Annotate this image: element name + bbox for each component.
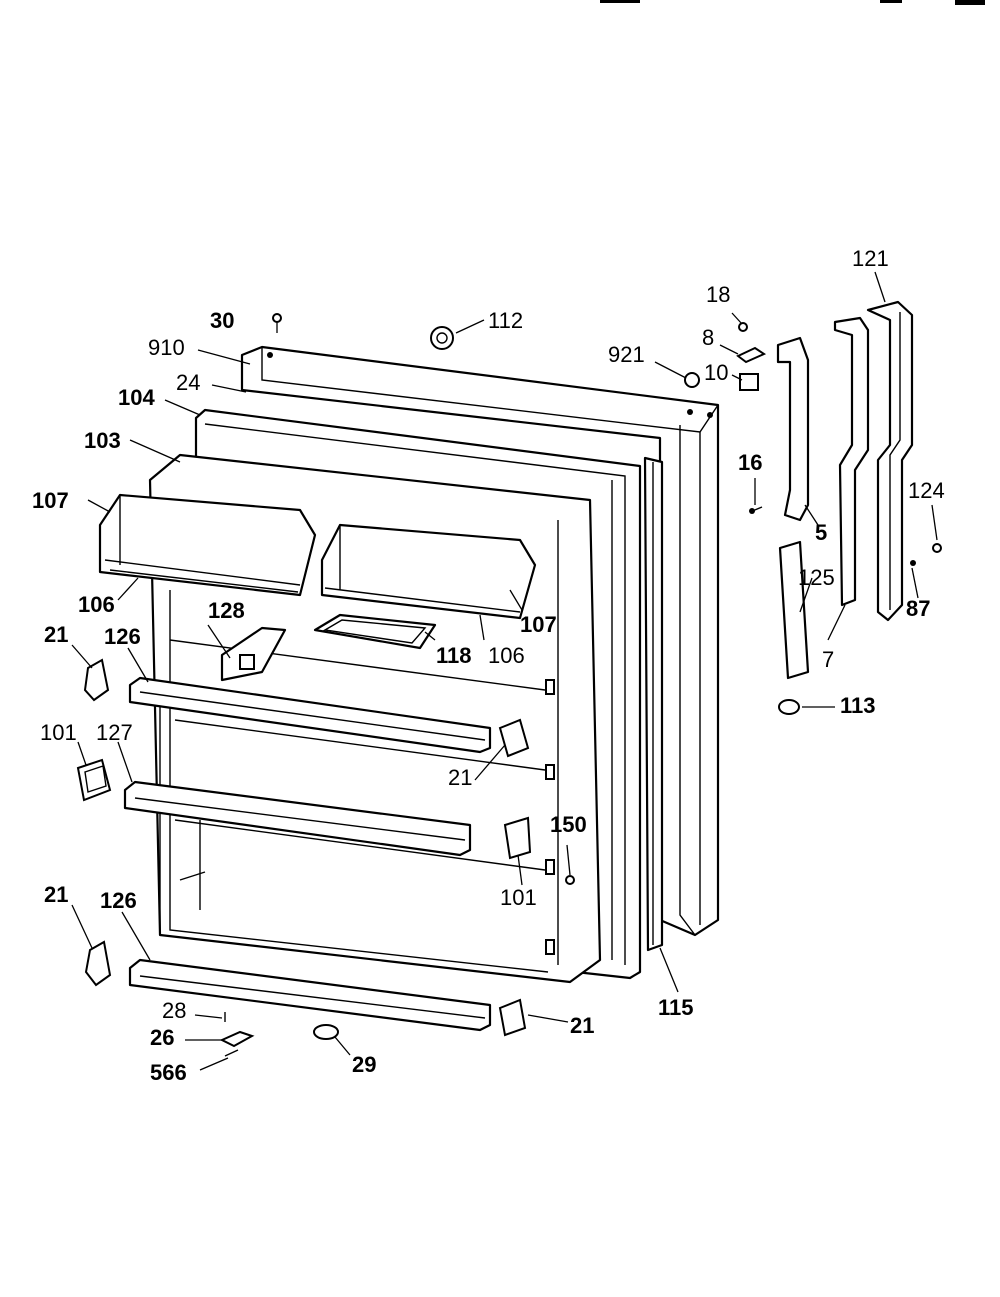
callout-113: 113 xyxy=(840,693,876,718)
bushing-10 xyxy=(739,373,759,391)
plug-921 xyxy=(684,372,700,388)
callout-150: 150 xyxy=(550,812,587,837)
screw-18 xyxy=(738,322,748,332)
callout-107-right: 107 xyxy=(520,612,557,637)
callout-112: 112 xyxy=(488,308,523,333)
callout-16: 16 xyxy=(738,450,762,475)
callout-118: 118 xyxy=(436,643,472,668)
screw-87 xyxy=(910,560,916,566)
callout-21-lower-left: 21 xyxy=(44,882,68,907)
cap-112 xyxy=(430,326,454,350)
callout-103: 103 xyxy=(84,428,121,453)
callout-125: 125 xyxy=(798,565,835,590)
hinge-bracket-125 xyxy=(778,540,810,680)
dairy-door-left xyxy=(98,493,317,597)
nut-29 xyxy=(313,1024,339,1040)
callout-10: 10 xyxy=(704,360,728,385)
hinge-5 xyxy=(776,336,810,522)
callout-921: 921 xyxy=(608,342,645,367)
door-shelf-middle xyxy=(123,780,472,857)
butter-tray xyxy=(313,613,437,650)
door-shelf-upper xyxy=(128,676,492,754)
callout-106-left: 106 xyxy=(78,592,115,617)
callout-29: 29 xyxy=(352,1052,376,1077)
callout-7: 7 xyxy=(822,647,834,672)
callout-8: 8 xyxy=(702,325,714,350)
outer-door-panel xyxy=(240,345,720,937)
plug-113 xyxy=(778,699,800,715)
dairy-retainer xyxy=(220,626,287,682)
door-gasket xyxy=(643,456,664,952)
shelf-support-left-lower xyxy=(84,940,112,987)
callout-30: 30 xyxy=(210,308,234,333)
callout-18: 18 xyxy=(706,282,730,307)
callout-910: 910 xyxy=(148,335,185,360)
callout-28: 28 xyxy=(162,998,186,1023)
callout-115: 115 xyxy=(658,995,694,1020)
callout-126-lower: 126 xyxy=(100,888,137,913)
door-shelf-lower xyxy=(128,958,492,1032)
callout-5: 5 xyxy=(815,520,827,545)
callout-21-middle-right: 21 xyxy=(448,765,472,790)
screw-124 xyxy=(932,543,942,553)
callout-121: 121 xyxy=(852,246,889,271)
callout-126-upper: 126 xyxy=(104,624,141,649)
top-edge-marks xyxy=(600,0,985,5)
screw-566 xyxy=(224,1049,239,1057)
bracket-26 xyxy=(219,1030,255,1048)
callout-128: 128 xyxy=(208,598,245,623)
handle-121 xyxy=(866,300,914,622)
shelf-support-right-upper xyxy=(498,718,530,758)
shelf-end-cap-left xyxy=(76,758,112,802)
plug-150 xyxy=(565,875,575,885)
callout-107-left: 107 xyxy=(32,488,69,513)
screw-30 xyxy=(272,313,282,333)
callout-566: 566 xyxy=(150,1060,187,1085)
callout-124: 124 xyxy=(908,478,945,503)
shelf-end-cap-right xyxy=(503,816,532,860)
dairy-door-right xyxy=(320,523,537,620)
callout-101-left: 101 xyxy=(40,720,77,745)
handle-7 xyxy=(833,316,870,607)
callout-24: 24 xyxy=(176,370,200,395)
shelf-support-left-upper xyxy=(83,658,110,702)
callout-106-right: 106 xyxy=(488,643,525,668)
callout-21-lower-right: 21 xyxy=(570,1013,594,1038)
shim-8 xyxy=(736,346,767,364)
callout-101-right: 101 xyxy=(500,885,537,910)
shelf-support-right-lower xyxy=(498,998,527,1037)
callout-21-upper-left: 21 xyxy=(44,622,68,647)
callout-87: 87 xyxy=(906,596,930,621)
callout-127: 127 xyxy=(96,720,133,745)
callout-26: 26 xyxy=(150,1025,174,1050)
screw-16 xyxy=(749,506,763,514)
callout-labels: 30 910 24 104 103 107 106 128 21 126 101… xyxy=(32,246,945,1085)
callout-104: 104 xyxy=(118,385,155,410)
leader-lines xyxy=(71,271,938,1071)
